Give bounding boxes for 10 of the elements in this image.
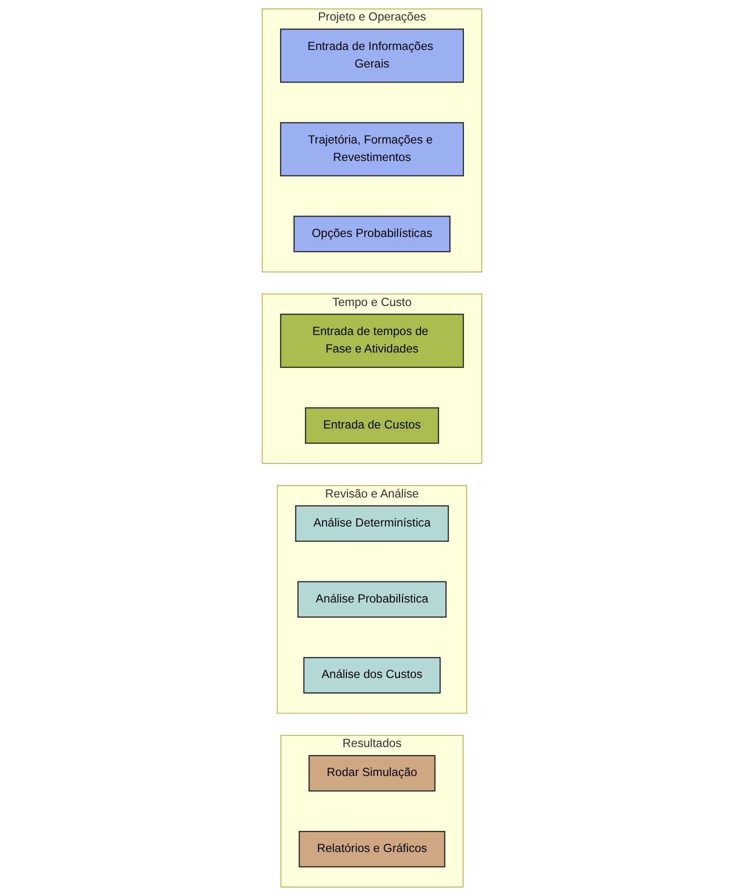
node-box: Trajetória, Formações e Revestimentos <box>280 122 464 176</box>
node-box: Opções Probabilísticas <box>293 215 451 252</box>
node-box: Entrada de Custos <box>304 406 440 444</box>
node-box: Relatórios e Gráficos <box>298 830 446 867</box>
node-box: Rodar Simulação <box>308 754 436 792</box>
node-box: Entrada de tempos de Fase e Atividades <box>280 313 464 368</box>
node-box: Análise Probabilística <box>297 580 447 618</box>
node-box: Análise Determinística <box>295 504 449 542</box>
node-box: Entrada de Informações Gerais <box>280 28 464 82</box>
node-box: Análise dos Custos <box>303 656 441 694</box>
